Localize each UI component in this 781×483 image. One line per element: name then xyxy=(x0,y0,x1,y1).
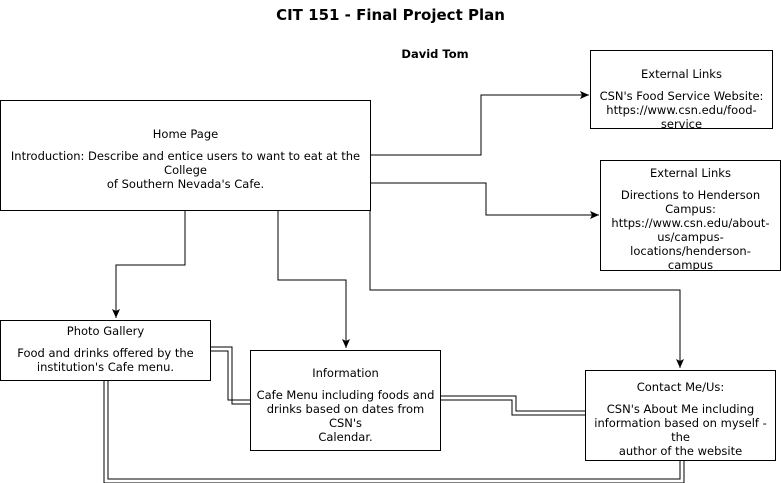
node-body: Introduction: Describe and entice users … xyxy=(10,149,361,177)
edge-home-to-contact xyxy=(369,211,684,368)
edge-gallery-to-contact-outer xyxy=(103,381,685,483)
node-body: Campus: xyxy=(665,202,716,216)
edge-home-to-gallery xyxy=(112,211,186,318)
external-links-food-service-node: External Links CSN's Food Service Websit… xyxy=(590,50,773,129)
node-body: CSN's About Me including xyxy=(606,402,755,416)
node-body: Food and drinks offered by the xyxy=(17,346,194,360)
node-body: campus xyxy=(667,258,714,271)
author-name: David Tom xyxy=(401,47,469,61)
information-node: Information Cafe Menu including foods an… xyxy=(250,350,441,451)
node-body: https://www.csn.edu/about- xyxy=(611,216,770,230)
edge-gallery-to-contact-inner xyxy=(107,381,681,480)
edge-info-to-contact-outer xyxy=(441,395,585,412)
node-body: CSN's Food Service Website: xyxy=(599,89,764,103)
node-body: author of the website xyxy=(618,444,743,458)
node-body: https://www.csn.edu/food-service xyxy=(606,103,757,129)
edge-home-to-ext-food xyxy=(370,91,589,156)
home-page-node: Home Page Introduction: Describe and ent… xyxy=(0,100,371,211)
edge-info-to-contact-inner xyxy=(441,399,585,416)
photo-gallery-node: Photo Gallery Food and drinks offered by… xyxy=(0,320,211,381)
edge-home-to-ext-directions xyxy=(370,182,599,219)
node-body: drinks based on dates from CSN's xyxy=(266,402,425,430)
node-body: information based on myself - the xyxy=(594,416,767,444)
diagram-title: CIT 151 - Final Project Plan xyxy=(276,6,505,24)
node-heading: Photo Gallery xyxy=(66,324,145,338)
node-body: us/campus-locations/henderson- xyxy=(630,230,751,258)
node-heading: Information xyxy=(312,366,379,380)
node-body: of Southern Nevada's Cafe. xyxy=(106,177,265,191)
node-heading: Contact Me/Us: xyxy=(636,380,725,394)
contact-node: Contact Me/Us: CSN's About Me including … xyxy=(585,370,776,461)
external-links-directions-node: External Links Directions to Henderson C… xyxy=(600,160,781,271)
node-heading: External Links xyxy=(641,67,722,81)
node-body: Cafe Menu including foods and xyxy=(256,388,435,402)
node-heading: External Links xyxy=(650,166,731,180)
node-body: Directions to Henderson xyxy=(620,188,761,202)
node-body: institution's Cafe menu. xyxy=(36,360,175,374)
edge-gallery-to-info-inner xyxy=(211,350,250,401)
node-heading: Home Page xyxy=(152,127,219,141)
edge-home-to-info xyxy=(277,211,350,348)
edge-gallery-to-info-outer xyxy=(211,346,250,405)
node-body: Calendar. xyxy=(318,430,373,444)
